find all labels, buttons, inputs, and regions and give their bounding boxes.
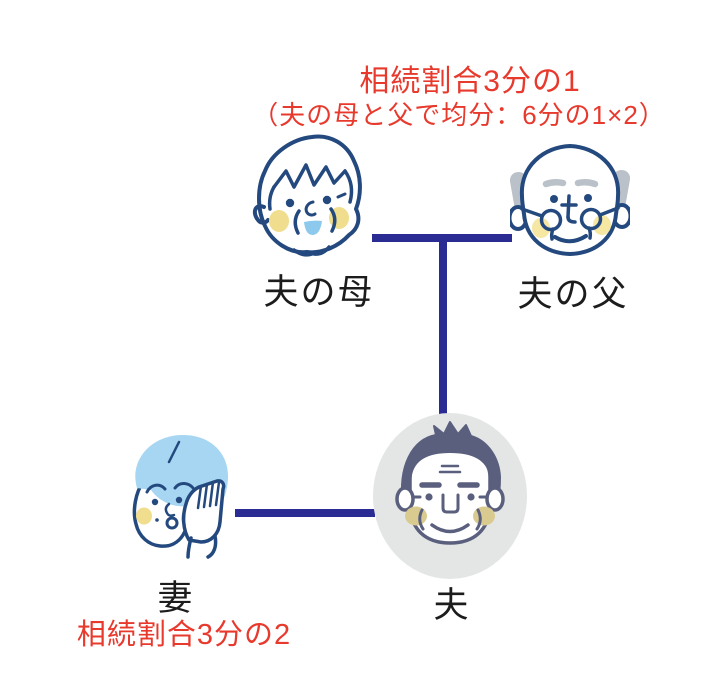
- husband-mother-face-icon: [252, 134, 362, 257]
- inheritance-share-parents-title: 相続割合3分の1: [359, 65, 581, 98]
- husband-father-face-icon: [510, 144, 630, 256]
- husband-label: 夫: [433, 586, 471, 625]
- wife-to-husband-line: [235, 509, 375, 517]
- parents-to-husband-line: [439, 234, 447, 414]
- husband-father-label: 夫の父: [517, 275, 629, 314]
- wife-label: 妻: [157, 579, 195, 618]
- husband-mother-label: 夫の母: [263, 273, 375, 312]
- inheritance-share-parents-subtitle: （夫の母と父で均分：6分の1×2）: [252, 100, 666, 130]
- wife-face-icon: [132, 434, 229, 559]
- inheritance-share-wife-note: 相続割合3分の2: [76, 619, 292, 651]
- husband-face-icon: [373, 413, 527, 579]
